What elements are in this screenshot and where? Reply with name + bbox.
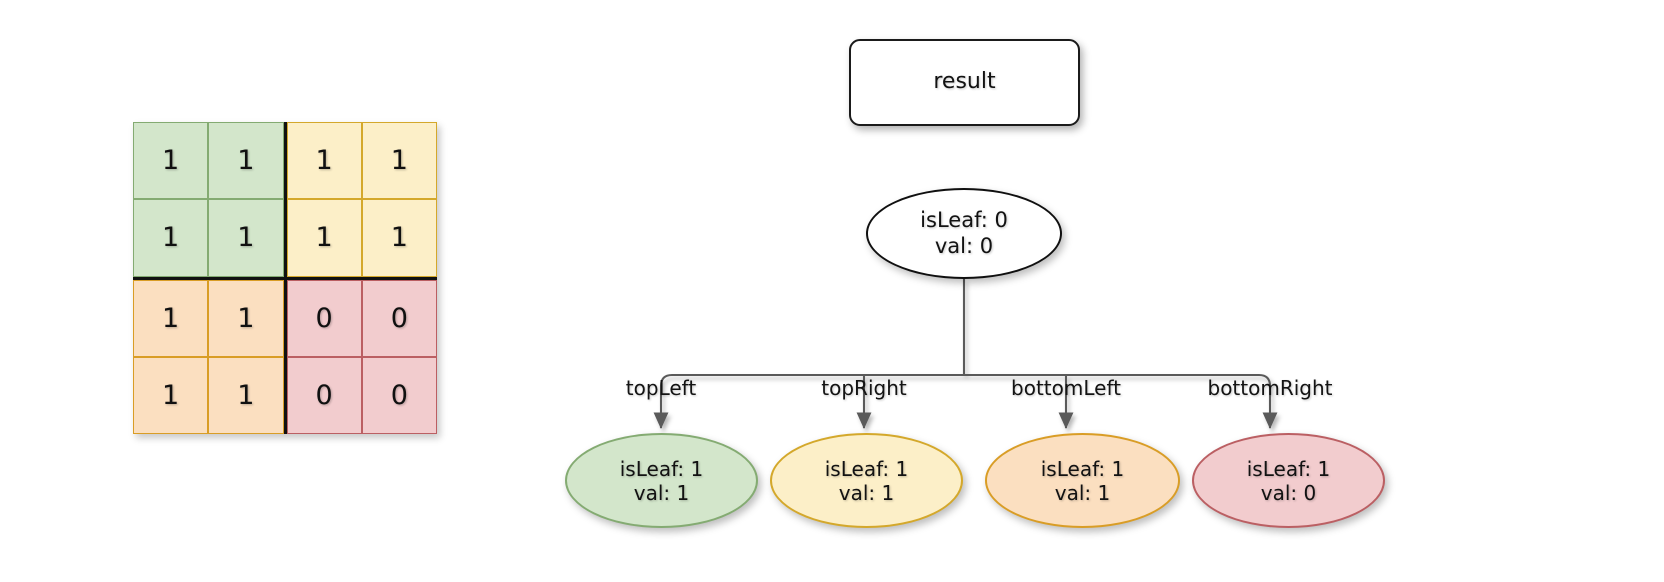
quad-grid: 1 1 1 1 1 1 1 1 1 1 1 1 0 0 0 0 [133, 122, 437, 434]
child-val-line: val: 0 [1260, 480, 1317, 505]
grid-cell: 1 [133, 122, 209, 200]
grid-cell: 0 [286, 356, 362, 434]
tree-node-topright[interactable]: isLeaf: 1 val: 1 [770, 433, 963, 528]
child-val-line: val: 1 [838, 480, 895, 505]
child-isleaf-line: isLeaf: 1 [619, 456, 704, 481]
root-val-line: val: 0 [934, 233, 994, 258]
grid-cell: 1 [286, 199, 362, 277]
tree-node-root[interactable]: isLeaf: 0 val: 0 [866, 188, 1062, 279]
edge-label-bottomright: bottomRight [1207, 376, 1333, 400]
grid-cell: 1 [208, 199, 284, 277]
edge-label-bottomleft: bottomLeft [1011, 376, 1121, 400]
grid-cell: 1 [133, 279, 209, 357]
child-node-text: isLeaf: 1 val: 1 [620, 457, 703, 505]
root-node-text: isLeaf: 0 val: 0 [920, 208, 1008, 258]
grid-cell: 1 [133, 356, 209, 434]
root-isleaf-line: isLeaf: 0 [920, 208, 1008, 233]
tree-node-topleft[interactable]: isLeaf: 1 val: 1 [565, 433, 758, 528]
child-val-line: val: 1 [633, 480, 690, 505]
grid-cell: 1 [208, 356, 284, 434]
grid-quadrant-top-right: 1 1 1 1 [286, 122, 437, 277]
grid-cell: 1 [133, 199, 209, 277]
grid-cell: 1 [361, 122, 437, 200]
grid-quadrant-bottom-left: 1 1 1 1 [133, 279, 284, 434]
grid-cell: 1 [208, 279, 284, 357]
grid-cell: 0 [286, 279, 362, 357]
child-val-line: val: 1 [1054, 480, 1111, 505]
edge-label-topright: topRight [821, 376, 907, 400]
child-node-text: isLeaf: 1 val: 1 [825, 457, 908, 505]
edge-label-topleft: topLeft [625, 376, 697, 400]
child-isleaf-line: isLeaf: 1 [1246, 456, 1331, 481]
child-node-text: isLeaf: 1 val: 0 [1247, 457, 1330, 505]
tree-node-bottomleft[interactable]: isLeaf: 1 val: 1 [985, 433, 1180, 528]
grid-cell: 1 [208, 122, 284, 200]
child-isleaf-line: isLeaf: 1 [1040, 456, 1125, 481]
result-box-label: result [933, 69, 996, 95]
tree-node-bottomright[interactable]: isLeaf: 1 val: 0 [1192, 433, 1385, 528]
grid-cell: 0 [361, 356, 437, 434]
grid-cell: 0 [361, 279, 437, 357]
grid-quadrant-top-left: 1 1 1 1 [133, 122, 284, 277]
grid-quadrant-bottom-right: 0 0 0 0 [286, 279, 437, 434]
grid-cell: 1 [286, 122, 362, 200]
grid-cell: 1 [361, 199, 437, 277]
result-box[interactable]: result [849, 39, 1080, 126]
child-isleaf-line: isLeaf: 1 [824, 456, 909, 481]
child-node-text: isLeaf: 1 val: 1 [1041, 457, 1124, 505]
